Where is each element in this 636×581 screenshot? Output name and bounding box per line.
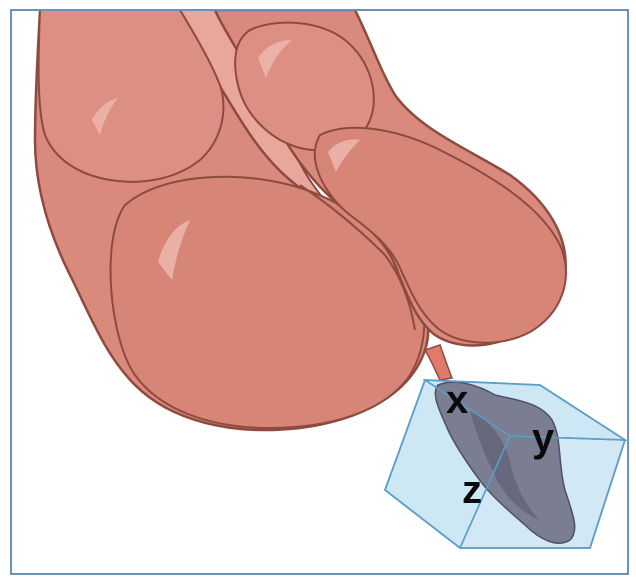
axis-label-z: z: [462, 468, 482, 512]
left-upper-lobe: [39, 10, 224, 182]
axis-label-y: y: [532, 416, 555, 460]
axis-label-x: x: [446, 378, 468, 422]
